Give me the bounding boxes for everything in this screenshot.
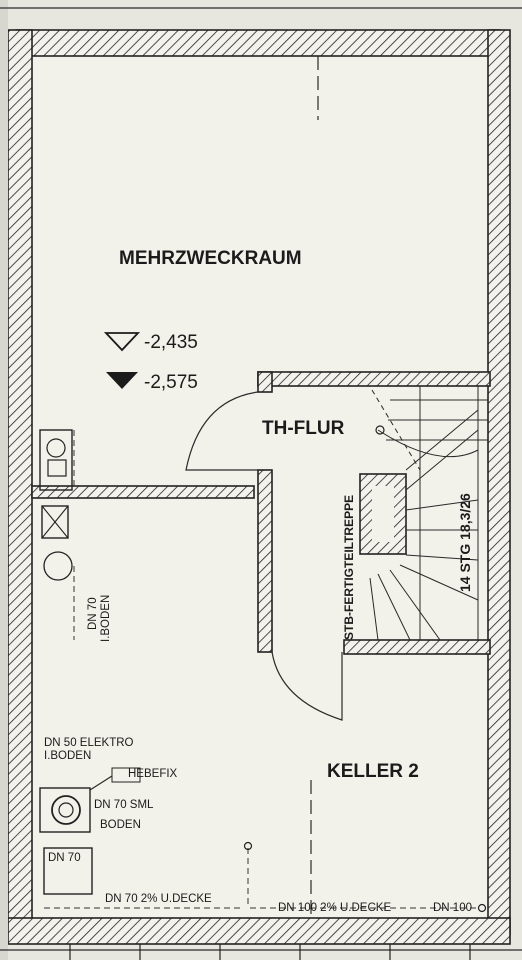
- level-label-bottom: -2,575: [144, 372, 198, 393]
- pipe-riser-icon: [243, 841, 253, 851]
- door-swing-keller: [271, 651, 343, 721]
- stair-type-label: STB-FERTIGTEILTREPPE: [342, 495, 356, 640]
- level-open-triangle-icon: [103, 332, 141, 352]
- flur-wall-top: [257, 371, 491, 387]
- pipe-label-dn70-floor-2: I.BODEN: [100, 595, 112, 642]
- room-label-keller-2: KELLER 2: [327, 761, 419, 782]
- drain-circle-icon: [43, 551, 73, 581]
- flur-wall-bottom: [343, 639, 491, 655]
- shaft-circle-icon: [46, 438, 66, 458]
- level-label-top: -2,435: [144, 332, 198, 353]
- pipe-label-dn70-ceiling: DN 70 2% U.DECKE: [105, 893, 212, 905]
- left-edge-strip: [0, 0, 8, 960]
- stair-treads: [369, 386, 488, 641]
- pipe-label-dn50-2: I.BODEN: [44, 750, 91, 762]
- hebefix-box: [111, 767, 141, 783]
- level-filled-triangle-icon: [106, 372, 138, 389]
- pipe-label-dn70-floor-1: DN 70: [87, 597, 99, 630]
- pipe-label-dn70-box: DN 70: [48, 852, 81, 864]
- room-label-mehrzweckraum: MEHRZWECKRAUM: [119, 248, 302, 269]
- room-label-th-flur: TH-FLUR: [262, 418, 345, 439]
- bottom-dimension-ticks: [69, 944, 471, 960]
- dn70-box-outline: [43, 847, 93, 895]
- outer-wall-right: [487, 29, 511, 936]
- shaft-box: [39, 429, 73, 491]
- stair-steps-label: 14 STG 18,3/26: [457, 493, 473, 592]
- outer-wall-left: [7, 29, 33, 936]
- pipe-label-dn70-sml-2: BODEN: [100, 819, 141, 831]
- shaft-inner-box: [47, 459, 67, 477]
- pipe-label-hebefix: HEBEFIX: [128, 768, 178, 780]
- door-swing-flur: [185, 391, 259, 471]
- outer-wall-top: [15, 29, 501, 57]
- stair-start-marker: [375, 425, 385, 435]
- pipe-label-dn70-sml-1: DN 70 SML: [94, 799, 154, 811]
- pipe-label-dn100-end: DN 100: [433, 902, 472, 914]
- pump-icon: [51, 795, 81, 825]
- pump-box: [39, 787, 91, 833]
- interior-wall-horizontal: [31, 485, 255, 499]
- pipe-end-icon: [477, 903, 487, 913]
- valve-box: [41, 505, 69, 539]
- flur-wall-left-upper: [257, 371, 273, 393]
- stair-inner-opening: [372, 486, 394, 542]
- pipe-label-dn50-1: DN 50 ELEKTRO: [44, 737, 134, 749]
- flur-wall-left: [257, 469, 273, 653]
- pipe-label-dn100-ceiling: DN 100 2% U.DECKE: [278, 902, 391, 914]
- outer-wall-bottom: [7, 917, 511, 945]
